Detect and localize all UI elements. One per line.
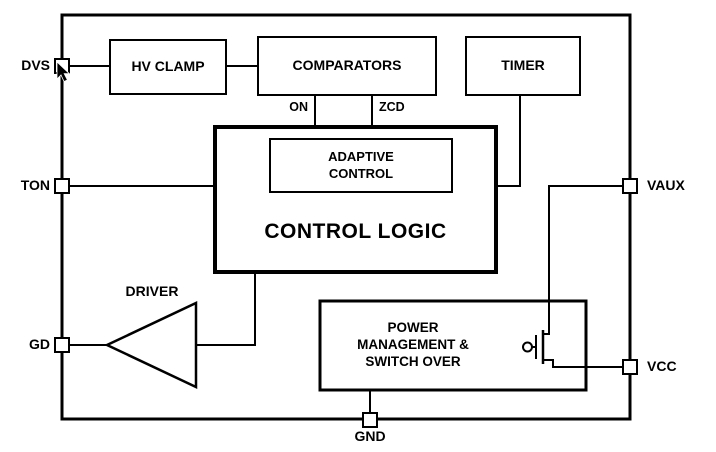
pin-vaux — [622, 178, 638, 194]
power-management-box — [318, 299, 588, 392]
pin-vcc — [622, 359, 638, 375]
mosfet-symbol — [522, 330, 545, 364]
mouse-cursor — [56, 61, 71, 83]
timer-box — [465, 36, 581, 96]
wire-controllogic-to-driver — [196, 272, 256, 346]
wire-vaux-to-mosfet — [543, 185, 623, 335]
driver-triangle — [104, 301, 198, 389]
hv-clamp-box — [109, 39, 227, 95]
chip-outline — [60, 13, 632, 421]
wire-timer-to-controllogic — [496, 95, 521, 187]
pin-gnd — [362, 412, 378, 428]
wire-mosfet-to-vcc — [543, 359, 586, 368]
comparators-box — [257, 36, 437, 96]
pin-gd — [54, 337, 70, 353]
mosfet-gate-bubble — [522, 341, 533, 353]
adaptive-control-box — [269, 138, 453, 193]
pin-ton — [54, 178, 70, 194]
